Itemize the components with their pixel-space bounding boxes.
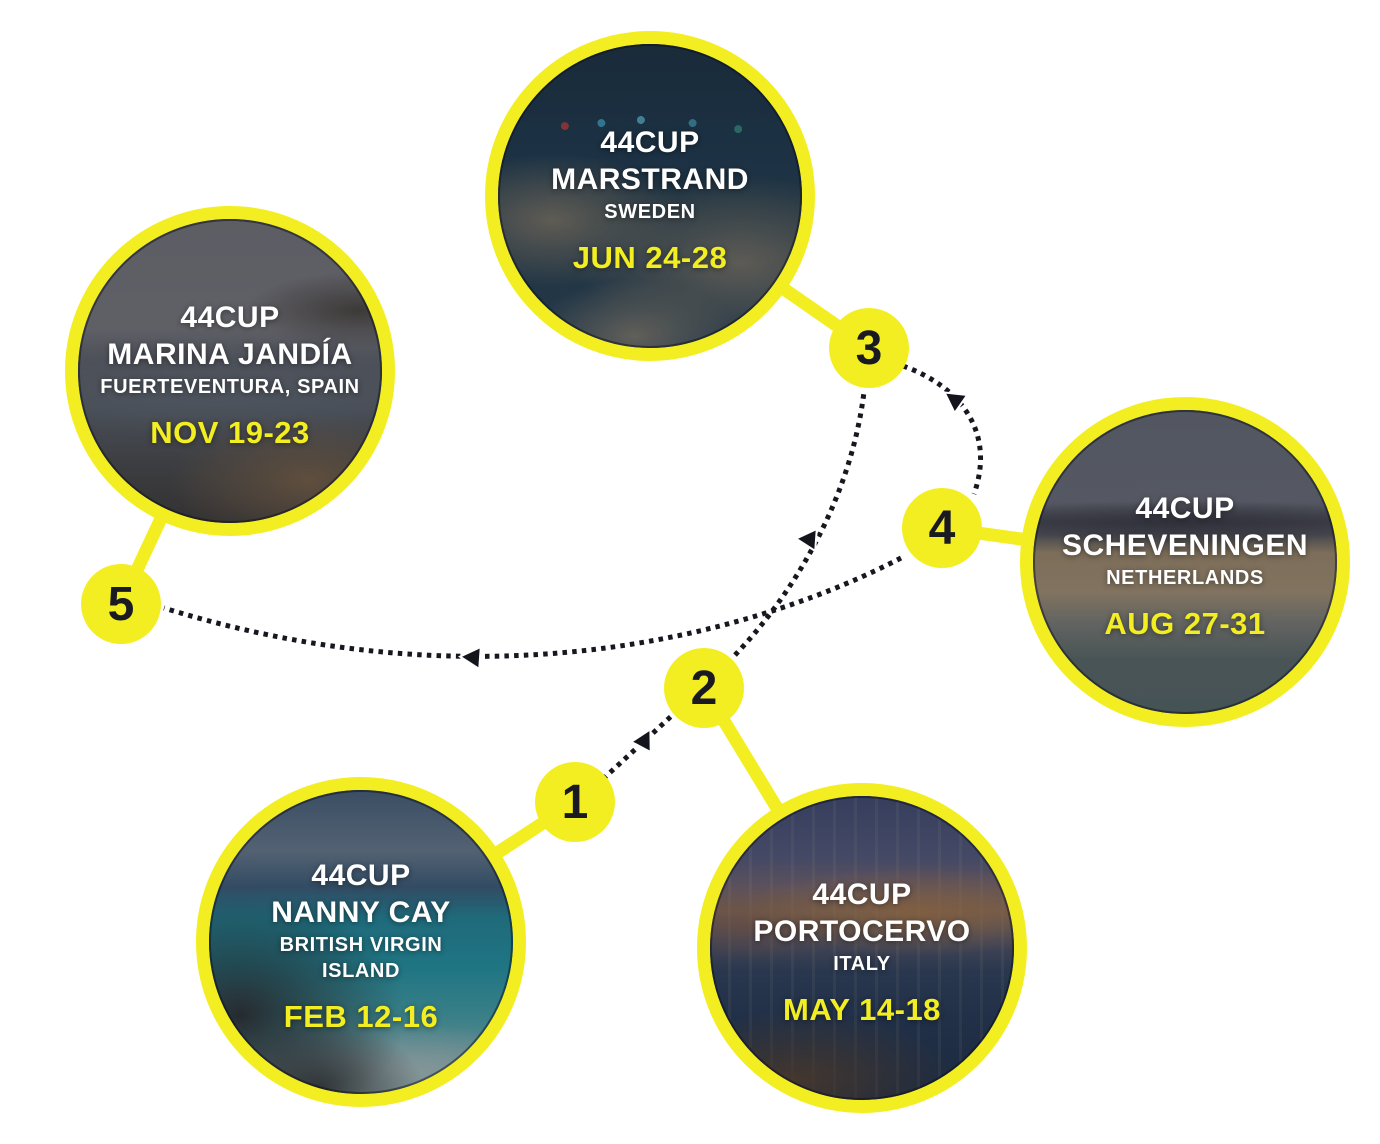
route-arrow-icon — [629, 727, 652, 754]
event-country: FUERTEVENTURA, SPAIN — [100, 376, 360, 398]
event-dates: AUG 27-31 — [1104, 606, 1266, 641]
event-circle-nanny-cay[interactable]: 44CUP NANNY CAY BRITISH VIRGIN ISLAND FE… — [196, 777, 526, 1107]
event-location: SCHEVENINGEN — [1061, 529, 1309, 562]
stop-number: 4 — [928, 501, 956, 555]
photo-dark-overlay — [1033, 410, 1337, 714]
event-location: PORTOCERVO — [753, 915, 971, 948]
marina-jandia-photo — [78, 219, 382, 523]
photo-dark-overlay — [710, 796, 1014, 1100]
stop-number: 1 — [561, 775, 589, 829]
stop-number-badge-3: 3 — [829, 308, 909, 388]
stop-number-badge-2: 2 — [664, 648, 744, 728]
route-path-3-4 — [902, 363, 984, 495]
route-path-4-5 — [163, 555, 903, 659]
event-country: SWEDEN — [604, 201, 696, 223]
route-arrow-icon — [457, 645, 482, 671]
event-country: ITALY — [833, 953, 891, 975]
event-series-title: 44CUP — [180, 301, 280, 334]
event-dates: JUN 24-28 — [572, 240, 728, 275]
stop-number-badge-5: 5 — [81, 564, 161, 644]
event-circle-marstrand[interactable]: 44CUP MARSTRAND SWEDEN JUN 24-28 — [485, 31, 815, 361]
event-location: MARINA JANDÍA — [107, 338, 353, 371]
nanny-cay-photo — [209, 790, 513, 1094]
event-circle-scheveningen[interactable]: 44CUP SCHEVENINGEN NETHERLANDS AUG 27-31 — [1020, 397, 1350, 727]
event-location: NANNY CAY — [271, 896, 451, 929]
stop-number: 3 — [855, 321, 883, 375]
event-country: NETHERLANDS — [1106, 567, 1264, 589]
scheveningen-photo — [1033, 410, 1337, 714]
stop-number: 2 — [690, 661, 718, 715]
stop-number: 5 — [107, 577, 135, 631]
event-series-title: 44CUP — [812, 878, 912, 911]
route-path-2-3 — [733, 391, 867, 657]
event-series-title: 44CUP — [600, 126, 700, 159]
event-series-title: 44CUP — [1135, 492, 1235, 525]
stop-number-badge-1: 1 — [535, 762, 615, 842]
event-location: MARSTRAND — [551, 163, 749, 196]
event-dates: NOV 19-23 — [150, 415, 310, 450]
event-circle-portocervo[interactable]: 44CUP PORTOCERVO ITALY MAY 14-18 — [697, 783, 1027, 1113]
portocervo-photo — [710, 796, 1014, 1100]
stop-number-badge-4: 4 — [902, 488, 982, 568]
marstrand-photo — [498, 44, 802, 348]
event-series-title: 44CUP — [311, 859, 411, 892]
event-country: BRITISH VIRGIN ISLAND — [279, 934, 443, 982]
route-arrow-icon — [793, 527, 818, 553]
photo-dark-overlay — [209, 790, 513, 1094]
route-arrow-icon — [942, 391, 970, 415]
event-dates: FEB 12-16 — [283, 999, 439, 1034]
event-circle-marina-jandia[interactable]: 44CUP MARINA JANDÍA FUERTEVENTURA, SPAIN… — [65, 206, 395, 536]
event-dates: MAY 14-18 — [783, 992, 941, 1027]
photo-dark-overlay — [78, 219, 382, 523]
photo-dark-overlay — [498, 44, 802, 348]
